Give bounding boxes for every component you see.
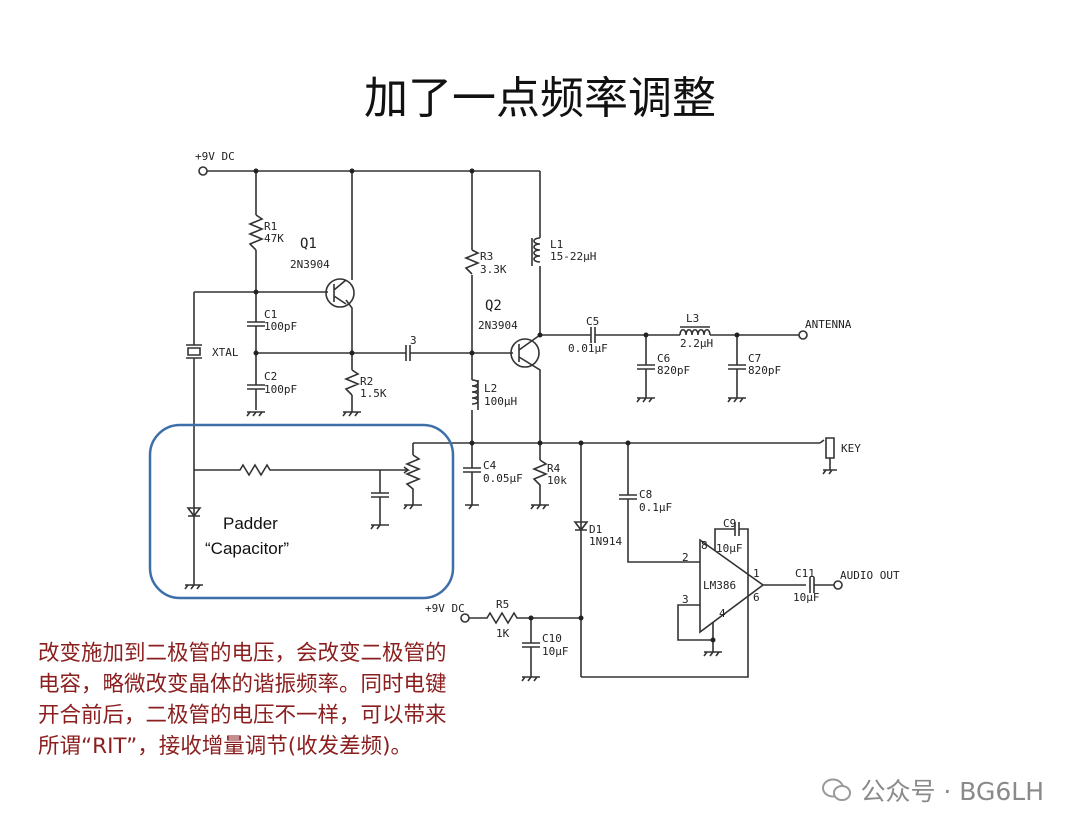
svg-text:4: 4 — [719, 607, 726, 620]
svg-text:+9V DC: +9V DC — [195, 150, 235, 163]
svg-text:C4: C4 — [483, 459, 497, 472]
svg-text:3: 3 — [682, 593, 689, 606]
svg-text:2N3904: 2N3904 — [290, 258, 330, 271]
svg-text:8: 8 — [701, 539, 708, 552]
svg-text:820pF: 820pF — [748, 364, 781, 377]
svg-text:10μF: 10μF — [716, 542, 743, 555]
svg-text:R5: R5 — [496, 598, 509, 611]
svg-text:3: 3 — [410, 334, 417, 347]
svg-text:Q1: Q1 — [300, 236, 317, 252]
svg-text:C9: C9 — [723, 517, 736, 530]
svg-text:0.05μF: 0.05μF — [483, 472, 523, 485]
svg-text:100μH: 100μH — [484, 395, 517, 408]
svg-text:ANTENNA: ANTENNA — [805, 318, 852, 331]
explanation-text: 改变施加到二极管的电压，会改变二极管的电容，略微改变晶体的谐振频率。同时电键开合… — [38, 641, 447, 759]
ground-symbols — [184, 397, 837, 682]
svg-text:6: 6 — [753, 591, 760, 604]
svg-text:R4: R4 — [547, 462, 561, 475]
svg-text:R1: R1 — [264, 220, 277, 233]
svg-text:0.1μF: 0.1μF — [639, 501, 672, 514]
svg-text:C8: C8 — [639, 488, 652, 501]
svg-text:820pF: 820pF — [657, 364, 690, 377]
svg-text:C7: C7 — [748, 352, 761, 365]
svg-text:1.5K: 1.5K — [360, 387, 387, 400]
svg-text:10μF: 10μF — [793, 591, 820, 604]
svg-text:R2: R2 — [360, 375, 373, 388]
svg-text:Q2: Q2 — [485, 298, 502, 314]
padder-label: Padder — [223, 514, 278, 533]
svg-text:15-22μH: 15-22μH — [550, 250, 596, 263]
svg-text:1K: 1K — [496, 627, 510, 640]
svg-text:C2: C2 — [264, 370, 277, 383]
svg-text:AUDIO OUT: AUDIO OUT — [840, 569, 900, 582]
svg-text:R3: R3 — [480, 250, 493, 263]
svg-text:C10: C10 — [542, 632, 562, 645]
svg-text:1N914: 1N914 — [589, 535, 622, 548]
capacitor-label: “Capacitor” — [205, 539, 289, 558]
svg-text:10k: 10k — [547, 474, 567, 487]
svg-text:+9V DC: +9V DC — [425, 602, 465, 615]
svg-text:0.01μF: 0.01μF — [568, 342, 608, 355]
svg-text:2N3904: 2N3904 — [478, 319, 518, 332]
svg-text:L1: L1 — [550, 238, 563, 251]
watermark: 公众号 · BG6LH — [822, 772, 1044, 808]
wechat-icon — [822, 778, 852, 801]
svg-text:100pF: 100pF — [264, 320, 297, 333]
junction-dots — [253, 168, 740, 643]
svg-text:10μF: 10μF — [542, 645, 569, 658]
wires — [184, 166, 843, 682]
svg-text:L2: L2 — [484, 382, 497, 395]
svg-text:C5: C5 — [586, 315, 599, 328]
svg-text:C1: C1 — [264, 308, 277, 321]
padder-highlight-box — [148, 423, 455, 600]
svg-text:D1: D1 — [589, 523, 602, 536]
watermark-text: 公众号 · BG6LH — [860, 777, 1044, 806]
svg-text:47K: 47K — [264, 232, 284, 245]
svg-text:2: 2 — [682, 551, 689, 564]
svg-text:XTAL: XTAL — [212, 346, 239, 359]
svg-text:100pF: 100pF — [264, 383, 297, 396]
svg-text:1: 1 — [753, 567, 760, 580]
svg-text:2.2μH: 2.2μH — [680, 337, 713, 350]
svg-text:C11: C11 — [795, 567, 815, 580]
svg-text:3.3K: 3.3K — [480, 263, 507, 276]
svg-text:LM386: LM386 — [703, 579, 736, 592]
svg-text:C6: C6 — [657, 352, 670, 365]
slide-title: 加了一点频率调整 — [364, 73, 716, 124]
svg-text:L3: L3 — [686, 312, 699, 325]
svg-text:KEY: KEY — [841, 442, 861, 455]
